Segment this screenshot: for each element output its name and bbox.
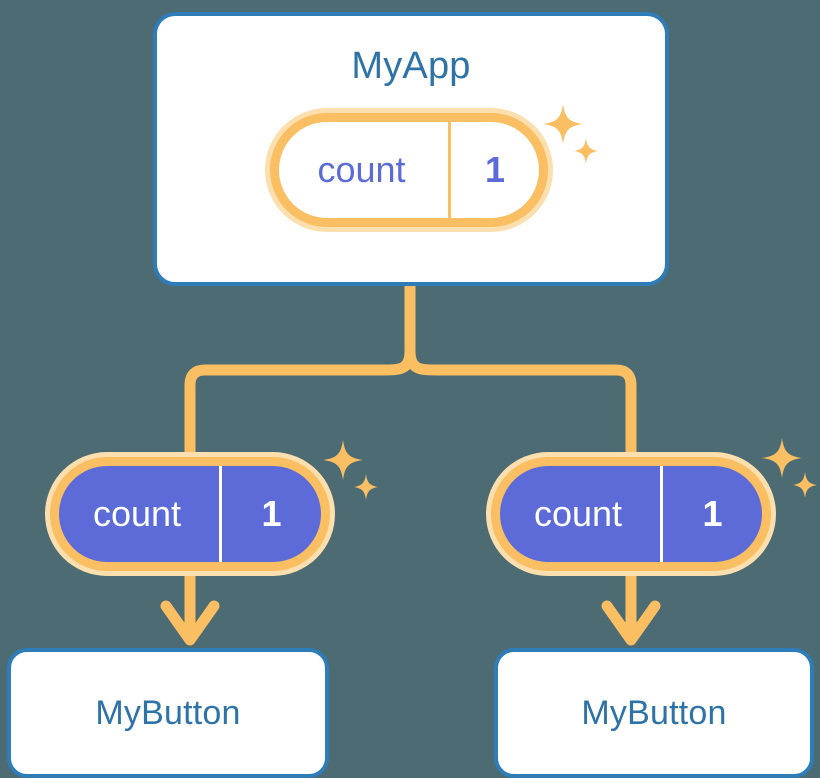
state-pill-body: count 1 — [270, 113, 548, 227]
state-pill-body: count 1 — [491, 457, 771, 571]
down-arrow-icon — [160, 600, 220, 646]
connector-fork-to-right-child — [404, 345, 637, 458]
page-title: MyApp — [351, 45, 471, 87]
state-pill-child-right[interactable]: count 1 — [486, 452, 776, 576]
component-card-mybutton-right[interactable]: MyButton — [494, 648, 814, 778]
component-card-mybutton-left[interactable]: MyButton — [7, 648, 329, 778]
state-pill-child-left[interactable]: count 1 — [45, 452, 335, 576]
connector-left-state-to-button — [160, 576, 220, 646]
state-value-label: 1 — [261, 493, 282, 534]
state-value-label: 1 — [702, 493, 723, 534]
component-title: MyButton — [581, 693, 727, 732]
state-value-label: 1 — [484, 149, 506, 190]
state-pill-body: count 1 — [50, 457, 330, 571]
state-key-label: count — [59, 466, 222, 562]
state-pill-myapp[interactable]: count 1 — [265, 108, 553, 232]
connector-right-state-to-button — [601, 576, 661, 646]
down-arrow-icon — [601, 600, 661, 646]
connector-fork-to-left-child — [184, 345, 416, 458]
component-title: MyButton — [95, 693, 241, 732]
state-key-label: count — [500, 466, 663, 562]
state-key-label: count — [279, 122, 451, 218]
